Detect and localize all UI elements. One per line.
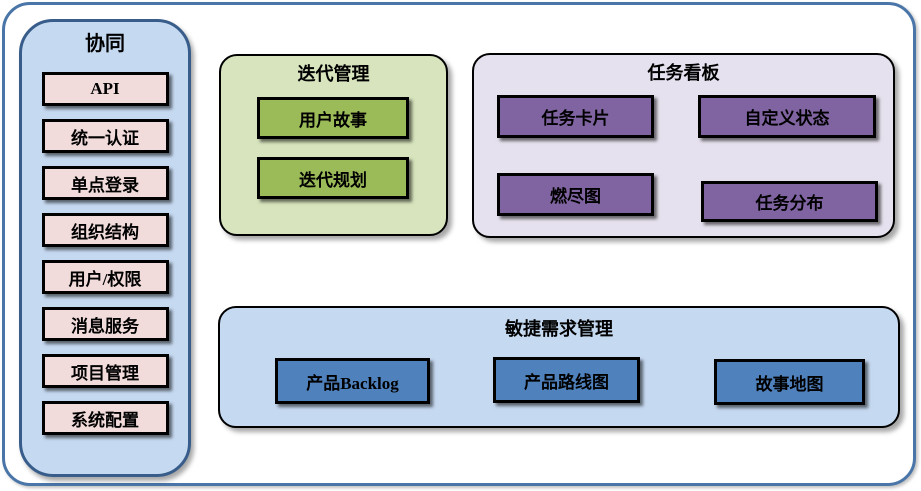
task-board-group: 任务看板 任务卡片 自定义状态 燃尽图 任务分布: [472, 53, 895, 238]
sidebar-item-system-config: 系统配置: [41, 401, 169, 435]
sidebar-title: 协同: [85, 33, 125, 55]
sidebar-item-message-service: 消息服务: [41, 307, 169, 341]
sidebar-item-user-permission: 用户/权限: [41, 260, 169, 294]
diagram-outer-frame: 协同 API 统一认证 单点登录 组织结构 用户/权限 消息服务 项目管理 系统…: [2, 2, 916, 486]
sidebar-list: API 统一认证 单点登录 组织结构 用户/权限 消息服务 项目管理 系统配置: [22, 72, 188, 435]
sidebar-item-api: API: [41, 72, 169, 106]
node-task-card: 任务卡片: [497, 95, 654, 138]
node-product-backlog: 产品Backlog: [275, 358, 430, 404]
task-board-title: 任务看板: [647, 63, 720, 83]
sidebar-item-org-structure: 组织结构: [41, 213, 169, 247]
node-custom-status: 自定义状态: [698, 95, 876, 138]
node-product-roadmap: 产品路线图: [493, 357, 640, 403]
iteration-management-group: 迭代管理 用户故事 迭代规划: [219, 54, 448, 236]
node-task-distribution: 任务分布: [701, 181, 878, 222]
node-user-story: 用户故事: [257, 97, 409, 139]
node-iteration-planning: 迭代规划: [257, 157, 409, 199]
node-story-map: 故事地图: [714, 359, 865, 405]
collaboration-sidebar: 协同 API 统一认证 单点登录 组织结构 用户/权限 消息服务 项目管理 系统…: [19, 19, 191, 477]
agile-requirement-group: 敏捷需求管理 产品Backlog 产品路线图 故事地图: [218, 306, 900, 428]
agile-requirement-title: 敏捷需求管理: [505, 319, 613, 339]
sidebar-item-sso: 单点登录: [41, 166, 169, 200]
sidebar-item-unified-auth: 统一认证: [41, 119, 169, 153]
sidebar-item-project-mgmt: 项目管理: [41, 354, 169, 388]
node-burndown-chart: 燃尽图: [497, 173, 654, 216]
iteration-management-title: 迭代管理: [297, 64, 370, 84]
